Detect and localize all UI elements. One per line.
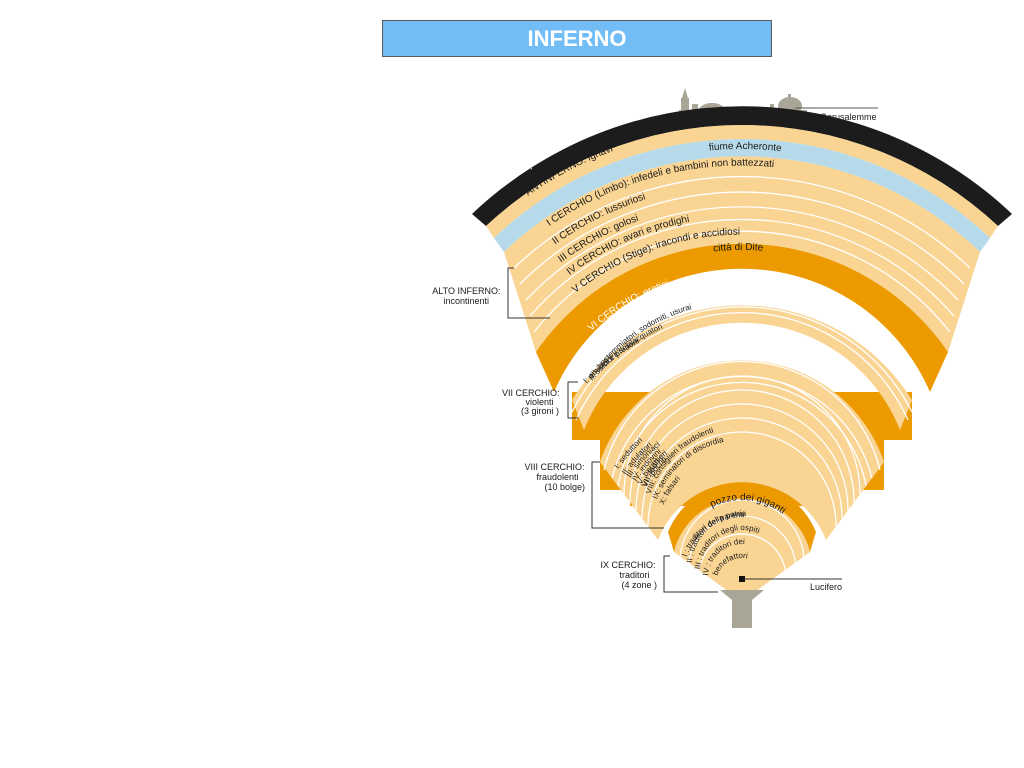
band-giants-well [668, 482, 816, 552]
ring-separators [513, 175, 971, 579]
side-c8-line-2: fraudolenti [536, 472, 578, 482]
label-dite-text: città di Dite [713, 242, 764, 255]
side-c7-line-2: violenti [525, 397, 553, 407]
side-c7-line-1: VII CERCHIO: [502, 388, 560, 398]
side-c9-line-2: traditori [619, 570, 649, 580]
bracket-circle-7 [567, 381, 578, 419]
side-c9-line-1: IX CERCHIO: [600, 560, 655, 570]
city-label: Gerusalemme [820, 112, 877, 122]
side-c8-line-1: VIII CERCHIO: [524, 462, 584, 472]
side-c9-line-3: (4 zone ) [621, 580, 657, 590]
band-dite [536, 243, 948, 392]
band-circle-8-rings [600, 360, 884, 540]
label-acheron-text: fiume Acheronte [708, 141, 782, 154]
side-label-circle-8: VIII CERCHIO: fraudolenti (10 bolge) [524, 462, 587, 492]
side-c7-line-3: (3 gironi ) [521, 406, 559, 416]
side-alto-line-2: incontinenti [443, 296, 489, 306]
label-acheron: fiume Acheronte [708, 141, 782, 154]
page-title: INFERNO [382, 20, 772, 57]
bracket-alto-inferno [507, 267, 550, 319]
bracket-circle-8 [591, 461, 664, 529]
band-acheron [494, 138, 990, 252]
funnel [472, 106, 1012, 628]
band-gate [472, 106, 1012, 226]
side-label-circle-7: VII CERCHIO: violenti (3 gironi ) [502, 388, 562, 416]
bracket-circle-9 [663, 555, 718, 593]
side-alto-line-1: ALTO INFERNO: [432, 286, 500, 296]
band-circle-9 [674, 498, 810, 594]
band-upper-circles [504, 156, 980, 352]
band-circle-7-rings [572, 305, 912, 430]
label-dite: città di Dite [713, 242, 764, 255]
band-antinferno [486, 125, 998, 238]
side-c8-line-3: (10 bolge) [544, 482, 585, 492]
lucifer-marker [739, 576, 745, 582]
side-label-alto-inferno: ALTO INFERNO: incontinenti [432, 286, 503, 306]
side-label-circle-9: IX CERCHIO: traditori (4 zone ) [600, 560, 658, 590]
lucifer-label: Lucifero [810, 582, 842, 592]
